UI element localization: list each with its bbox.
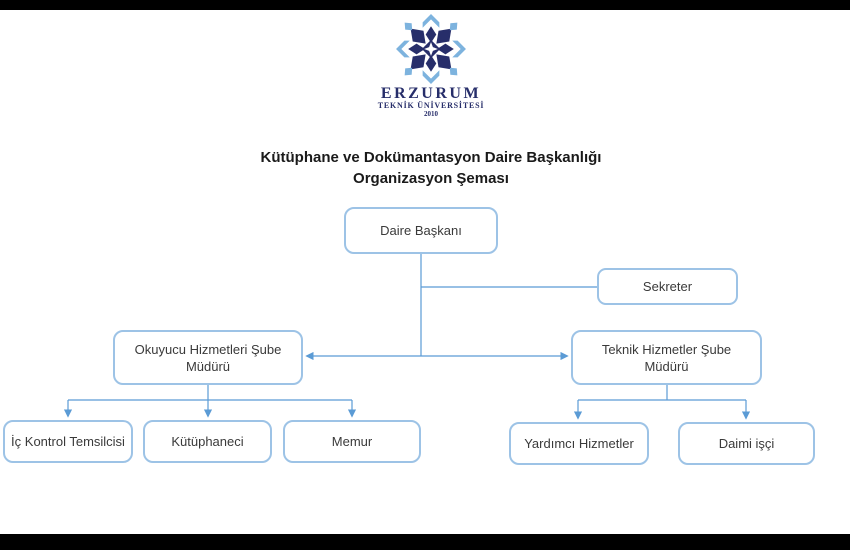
org-node-memur: Memur <box>283 420 421 463</box>
university-logo: ERZURUM TEKNİK ÜNİVERSİTESİ 2010 <box>355 11 507 118</box>
org-node-sekreter: Sekreter <box>597 268 738 305</box>
chart-title-line2: Organizasyon Şeması <box>353 170 509 187</box>
org-node-yardimci-hizmetler: Yardımcı Hizmetler <box>509 422 649 465</box>
org-node-ic-kontrol-temsilcisi: İç Kontrol Temsilcisi <box>3 420 133 463</box>
chart-title: Kütüphane ve Dokümantasyon Daire Başkanl… <box>6 147 850 189</box>
university-subtitle: TEKNİK ÜNİVERSİTESİ <box>377 101 485 110</box>
university-name: ERZURUM <box>380 85 482 102</box>
university-founding-year: 2010 <box>424 110 438 118</box>
org-node-daire-baskani: Daire Başkanı <box>344 207 498 254</box>
org-node-teknik-hizmetler: Teknik Hizmetler Şube Müdürü <box>571 330 762 385</box>
org-node-okuyucu-hizmetleri: Okuyucu Hizmetleri Şube Müdürü <box>113 330 303 385</box>
chart-title-line1: Kütüphane ve Dokümantasyon Daire Başkanl… <box>260 149 602 166</box>
top-letterbox-bar <box>0 0 850 10</box>
org-node-daimi-isci: Daimi işçi <box>678 422 815 465</box>
org-node-kutuphaneci: Kütüphaneci <box>143 420 272 463</box>
university-logo-snowflake-icon <box>396 14 466 84</box>
bottom-letterbox-bar <box>0 534 850 550</box>
